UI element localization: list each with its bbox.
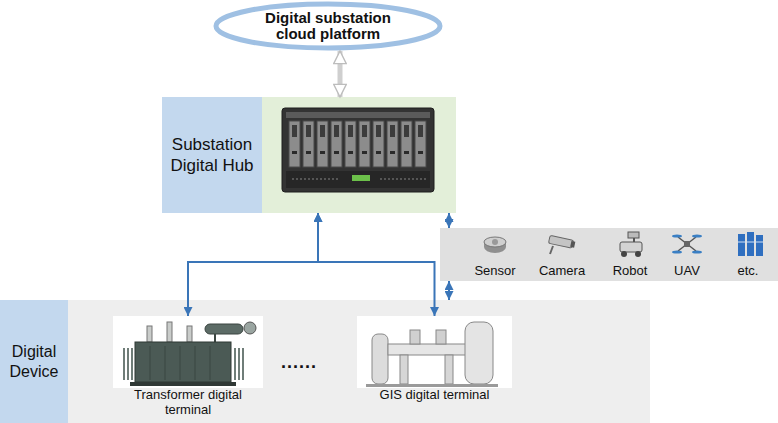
cabinet-icon xyxy=(738,232,763,256)
cloud-platform: Digital substation cloud platform xyxy=(212,1,444,51)
node-text: Robot xyxy=(595,263,665,278)
label-box: ...... xyxy=(281,352,317,373)
node-text: UAV xyxy=(652,263,722,278)
node-text: Digital substation cloud platform xyxy=(252,10,404,43)
camera-icon xyxy=(548,235,575,254)
device-cell: Camera xyxy=(527,263,597,278)
title-strip: Digital Device xyxy=(0,300,68,423)
title-strip: Substation Digital Hub xyxy=(162,97,262,213)
transformer-illustration xyxy=(113,316,263,388)
node-text: GIS digital terminal xyxy=(357,388,512,403)
ellipsis-label: ...... xyxy=(281,352,317,372)
node-text: Substation Digital Hub xyxy=(166,134,258,177)
device-band: Digital DeviceTransformer digital termin… xyxy=(0,300,650,423)
sensor-icon xyxy=(484,237,506,253)
server-illustration xyxy=(282,108,434,192)
node-text: etc. xyxy=(713,263,778,278)
node-text: Camera xyxy=(527,263,597,278)
robot-icon xyxy=(620,232,642,257)
device-cell: Robot xyxy=(595,263,665,278)
connector xyxy=(448,213,450,228)
device-cell: etc. xyxy=(713,263,778,278)
node-text: Sensor xyxy=(460,263,530,278)
gis-illustration xyxy=(357,316,512,388)
connector xyxy=(188,213,318,316)
device-cell: UAV xyxy=(652,263,722,278)
uav-icon xyxy=(672,234,702,253)
device-cell: Sensor xyxy=(460,263,530,278)
connector xyxy=(448,281,450,300)
node-text: Digital Device xyxy=(4,342,64,382)
node-text: Transformer digital terminal xyxy=(113,388,263,418)
device-panel: SensorCameraRobotUAVetc. xyxy=(440,228,778,281)
connector xyxy=(338,51,343,97)
connector xyxy=(318,213,435,316)
